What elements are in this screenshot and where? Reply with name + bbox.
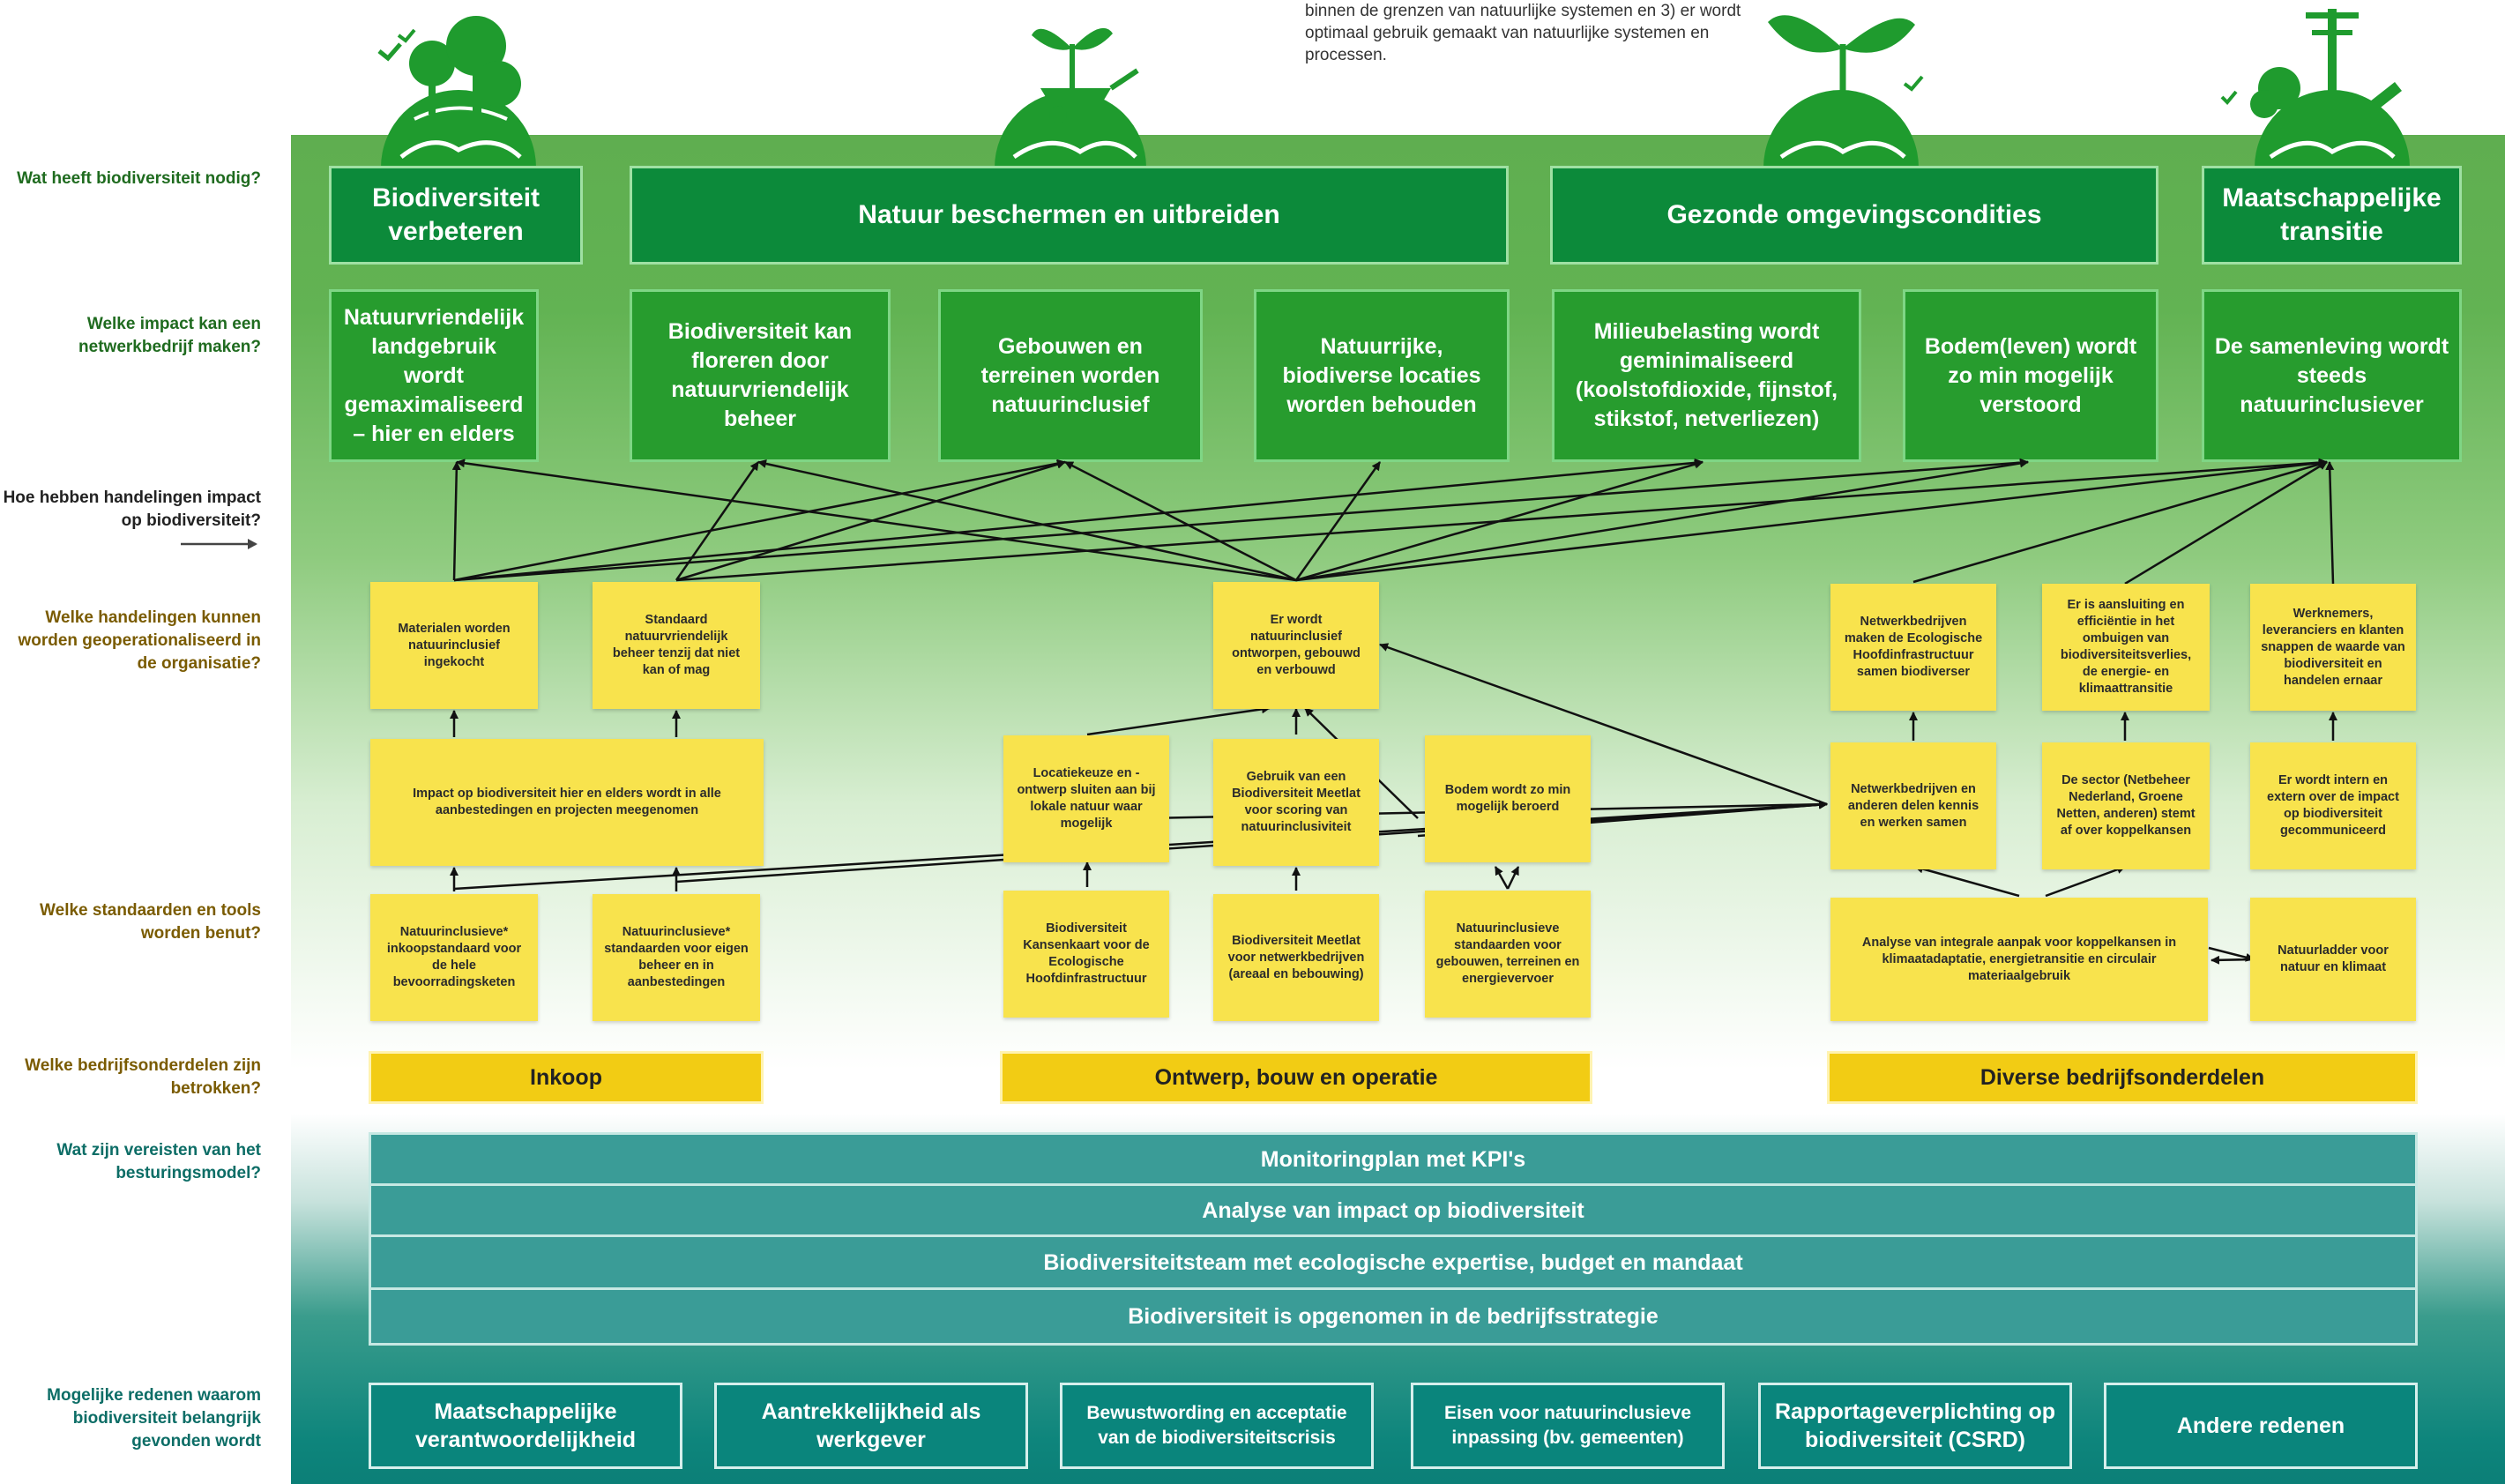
governance-bedrijfsstrategie: Biodiversiteit is opgenomen in de bedrij… <box>369 1287 2418 1346</box>
question-how: Hoe hebben handelingen impact op biodive… <box>3 488 261 530</box>
action-locatiekeuze: Locatiekeuze en -ontwerp sluiten aan bij… <box>1003 735 1169 862</box>
action-bodem-beroerd: Bodem wordt zo min mogelijk beroerd <box>1425 735 1591 862</box>
reason-rapportageverplichting: Rapportageverplichting op biodiversiteit… <box>1758 1383 2072 1469</box>
need-maatschappelijke-transitie: Maatschappelijke transitie <box>2202 166 2462 265</box>
reason-aantrekkelijkheid-werkgever: Aantrekkelijkheid als werkgever <box>714 1383 1028 1469</box>
earth-powerline-icon <box>2220 9 2410 168</box>
governance-biodiversiteitsteam: Biodiversiteitsteam met ecologische expe… <box>369 1234 2418 1291</box>
action-communicatie: Er wordt intern en extern over de impact… <box>2250 742 2416 869</box>
question-impact: Welke impact kan een netwerkbedrijf make… <box>78 315 261 356</box>
question-reasons: Mogelijke redenen waarom biodiversiteit … <box>47 1386 261 1450</box>
reason-andere-redenen: Andere redenen <box>2104 1383 2418 1469</box>
question-actions: Welke handelingen kunnen worden geoperat… <box>18 608 261 673</box>
impact-natuurvriendelijk-beheer: Biodiversiteit kan floreren door natuurv… <box>630 289 891 462</box>
action-ecologische-hoofdinfrastructuur: Netwerkbedrijven maken de Ecologische Ho… <box>1830 584 1996 711</box>
action-materialen-ingekocht: Materialen worden natuurinclusief ingeko… <box>370 582 538 709</box>
question-tools: Welke standaarden en tools worden benut? <box>40 901 261 943</box>
tool-inkoopstandaard: Natuurinclusieve* inkoopstandaard voor d… <box>370 894 538 1021</box>
need-biodiversiteit-verbeteren: Biodiversiteit verbeteren <box>329 166 583 265</box>
tool-kansenkaart: Biodiversiteit Kansenkaart voor de Ecolo… <box>1003 891 1169 1018</box>
question-governance: Wat zijn vereisten van het besturingsmod… <box>56 1141 261 1182</box>
impact-samenleving: De samenleving wordt steeds natuurinclus… <box>2202 289 2462 462</box>
action-aansluiting-transitie: Er is aansluiting en efficiëntie in het … <box>2042 584 2210 711</box>
reason-bewustwording: Bewustwording en acceptatie van de biodi… <box>1060 1383 1374 1469</box>
question-needs: Wat heeft biodiversiteit nodig? <box>17 169 261 188</box>
tool-integrale-aanpak: Analyse van integrale aanpak voor koppel… <box>1830 898 2208 1021</box>
question-departments: Welke bedrijfsonderdelen zijn betrokken? <box>25 1056 261 1098</box>
reason-eisen-inpassing: Eisen voor natuurinclusieve inpassing (b… <box>1411 1383 1725 1469</box>
impact-milieubelasting: Milieubelasting wordt geminimaliseerd (k… <box>1552 289 1861 462</box>
action-meetlat-gebruik: Gebruik van een Biodiversiteit Meetlat v… <box>1213 739 1379 866</box>
action-impact-aanbestedingen: Impact op biodiversiteit hier en elders … <box>370 739 764 866</box>
action-natuurinclusief-ontwerpen: Er wordt natuurinclusief ontworpen, gebo… <box>1213 582 1379 709</box>
impact-natuurrijke-locaties: Natuurrijke, biodiverse locaties worden … <box>1254 289 1510 462</box>
impact-landgebruik: Natuurvriendelijk landgebruik wordt gema… <box>329 289 539 462</box>
earth-sprout-icon <box>1763 15 1924 168</box>
tool-meetlat: Biodiversiteit Meetlat voor netwerkbedri… <box>1213 894 1379 1021</box>
department-ontwerp-bouw-operatie: Ontwerp, bouw en operatie <box>1000 1051 1592 1104</box>
department-diverse: Diverse bedrijfsonderdelen <box>1827 1051 2418 1104</box>
tool-natuurladder: Natuurladder voor natuur en klimaat <box>2250 898 2416 1021</box>
governance-monitoringplan: Monitoringplan met KPI's <box>369 1132 2418 1187</box>
earth-wheelbarrow-icon <box>995 27 1146 168</box>
governance-analyse-impact: Analyse van impact op biodiversiteit <box>369 1183 2418 1238</box>
tool-natuurinclusieve-standaarden: Natuurinclusieve standaarden voor gebouw… <box>1425 891 1591 1018</box>
action-werknemers-leveranciers: Werknemers, leveranciers en klanten snap… <box>2250 584 2416 711</box>
action-kennis-delen: Netwerkbedrijven en anderen delen kennis… <box>1830 742 1996 869</box>
department-inkoop: Inkoop <box>369 1051 764 1104</box>
need-natuur-beschermen: Natuur beschermen en uitbreiden <box>630 166 1509 265</box>
action-standaard-beheer: Standaard natuurvriendelijk beheer tenzi… <box>593 582 760 709</box>
impact-bodemleven: Bodem(leven) wordt zo min mogelijk verst… <box>1903 289 2158 462</box>
impact-gebouwen-terreinen: Gebouwen en terreinen worden natuurinclu… <box>938 289 1203 462</box>
illustrations-layer <box>377 9 2410 168</box>
tool-beheerstandaarden: Natuurinclusieve* standaarden voor eigen… <box>593 894 760 1021</box>
reason-maatschappelijke-verantwoordelijkheid: Maatschappelijke verantwoordelijkheid <box>369 1383 682 1469</box>
intro-text: binnen de grenzen van natuurlijke system… <box>1305 2 1741 64</box>
need-gezonde-omgevingscondities: Gezonde omgevingscondities <box>1550 166 2158 265</box>
earth-trees-icon <box>377 16 536 168</box>
action-sector-koppelkansen: De sector (Netbeheer Nederland, Groene N… <box>2042 742 2210 869</box>
